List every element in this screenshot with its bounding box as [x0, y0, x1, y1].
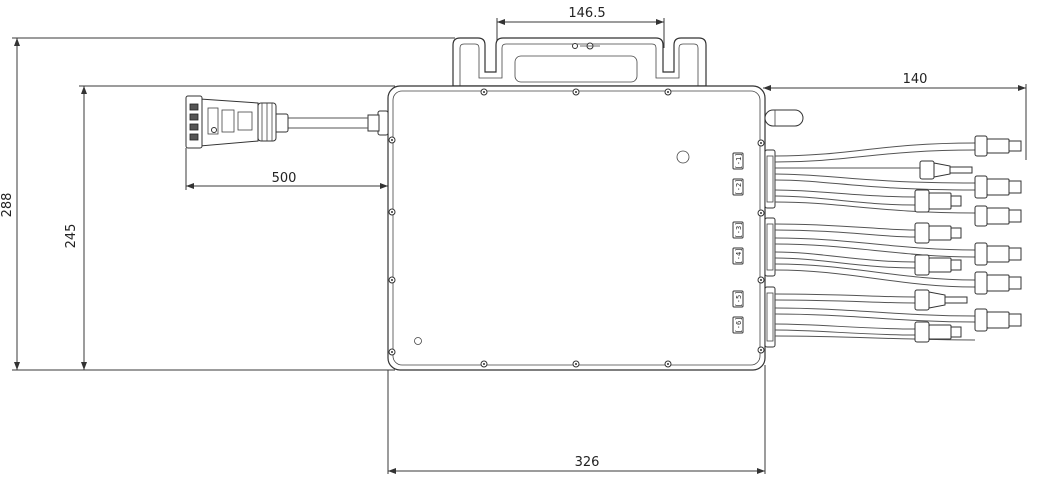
bracket-width-label: 146.5	[568, 6, 605, 21]
dc-cables	[774, 142, 976, 341]
ground-hole	[414, 337, 422, 345]
dimension-ac-cable: 500	[185, 148, 388, 190]
svg-text:[-4]: [-4]	[735, 248, 743, 265]
dc-input-block-3	[764, 286, 776, 348]
svg-text:[-2]: [-2]	[735, 179, 743, 196]
dc-connector-11	[974, 308, 1022, 332]
port-label-5: [-5]	[732, 290, 744, 308]
dc-connector-1	[974, 135, 1022, 157]
dc-connector-4	[914, 189, 962, 213]
total-height-label: 288	[0, 193, 15, 218]
port-label-4: [-4]	[732, 247, 744, 265]
dc-input-block-2	[764, 217, 776, 277]
ac-cable-length-label: 500	[272, 171, 297, 186]
port-label-1: [-1]	[732, 152, 744, 170]
dc-connector-5	[974, 205, 1022, 227]
dimension-body-height: 245	[64, 85, 395, 370]
body-height-label: 245	[64, 224, 79, 249]
dimension-cable-extension: 140	[763, 72, 1027, 160]
dc-connector-7	[974, 242, 1022, 266]
port-label-3: [-3]	[732, 221, 744, 239]
port-label-group: [-1] [-2] [-3] [-4] [-5] [-6]	[732, 152, 744, 334]
dimension-total-height: 288	[0, 37, 455, 371]
svg-text:[-1]: [-1]	[735, 153, 743, 170]
dimension-bracket-width: 146.5	[496, 6, 665, 48]
dc-input-block-1	[764, 149, 776, 209]
svg-text:[-6]: [-6]	[735, 317, 743, 334]
led-indicator	[676, 150, 690, 164]
inverter-body	[387, 85, 766, 371]
mounting-bracket	[452, 37, 707, 87]
dc-connector-9	[974, 271, 1022, 295]
dc-connector-2	[919, 160, 973, 180]
dc-connector-10	[914, 289, 968, 311]
port-label-2: [-2]	[732, 178, 744, 196]
svg-text:[-3]: [-3]	[735, 222, 743, 239]
port-label-6: [-6]	[732, 316, 744, 334]
cable-extension-label: 140	[903, 72, 928, 87]
dimension-body-width: 326	[387, 365, 766, 474]
antenna	[764, 109, 804, 127]
ac-output-connector	[185, 95, 389, 149]
svg-text:[-5]: [-5]	[735, 291, 743, 308]
dc-connector-6	[914, 222, 962, 244]
dc-connector-3	[974, 175, 1022, 199]
dc-connector-12	[914, 321, 962, 343]
dc-connector-8	[914, 254, 962, 276]
body-width-label: 326	[575, 455, 600, 470]
housing-screws	[388, 88, 765, 368]
